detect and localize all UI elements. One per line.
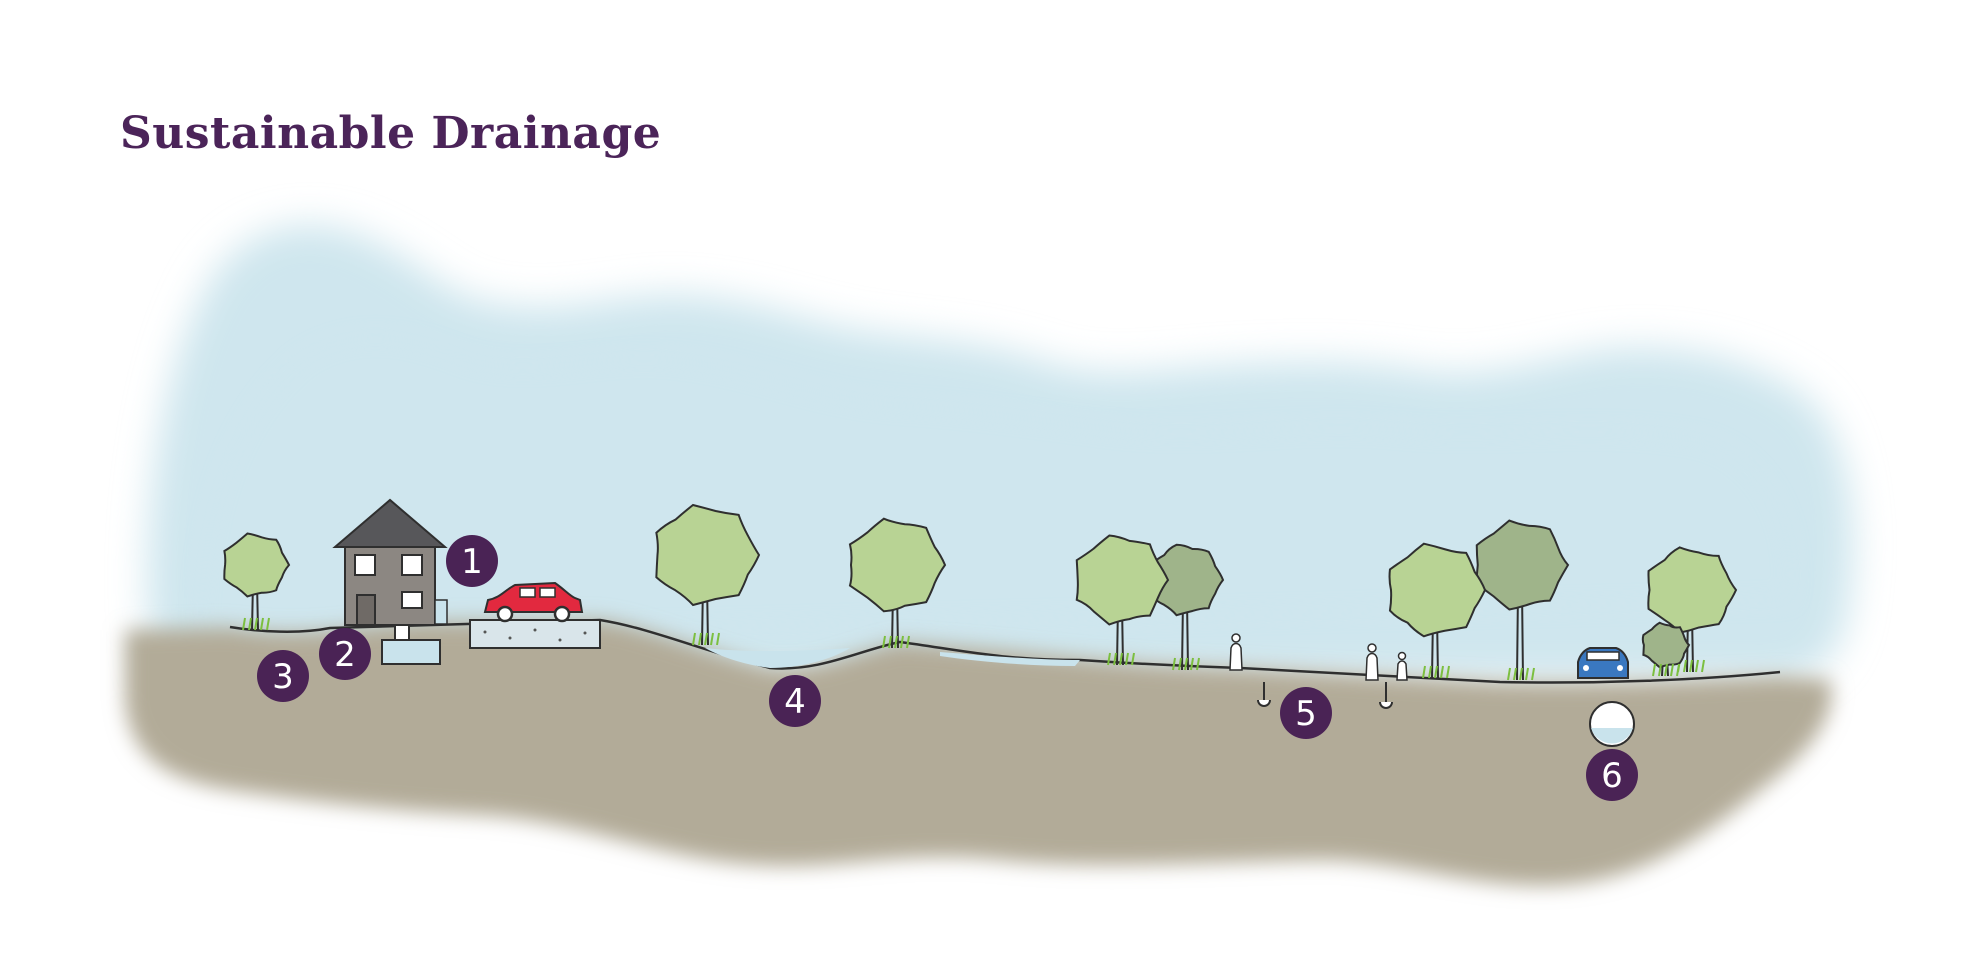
marker-label: 6 (1601, 756, 1623, 796)
paving-base (470, 620, 600, 648)
person-head (1232, 634, 1240, 642)
marker-label: 3 (272, 657, 294, 697)
blue-car-headlight (1583, 665, 1589, 671)
person-icon (1366, 644, 1378, 680)
house-window (402, 592, 422, 608)
person-body (1366, 654, 1378, 681)
marker-5: 5 (1280, 687, 1332, 739)
person-body (1397, 661, 1407, 680)
person-head (1368, 644, 1376, 652)
soakaway-tank (382, 640, 440, 664)
gravel-dot (559, 639, 562, 642)
marker-label: 1 (461, 542, 483, 582)
marker-3: 3 (257, 650, 309, 702)
marker-label: 4 (784, 682, 806, 722)
marker-6: 6 (1586, 749, 1638, 801)
red-car-window (520, 588, 535, 597)
marker-4: 4 (769, 675, 821, 727)
house-door (357, 595, 375, 625)
marker-label: 2 (334, 635, 356, 675)
gravel-dot (584, 632, 587, 635)
marker-1: 1 (446, 535, 498, 587)
blue-car-headlight (1617, 665, 1623, 671)
blue-car-window (1587, 652, 1619, 660)
water-butt (435, 600, 447, 624)
page-title: Sustainable Drainage (120, 108, 661, 159)
marker-label: 5 (1295, 694, 1317, 734)
blue-car-icon (1578, 648, 1628, 678)
underground-storage-pipe-icon (1590, 702, 1634, 746)
person-head (1399, 653, 1406, 660)
person-icon (1230, 634, 1242, 670)
house-window (402, 555, 422, 575)
gravel-dot (534, 629, 537, 632)
person-body (1230, 644, 1242, 671)
house-window (355, 555, 375, 575)
marker-2: 2 (319, 628, 371, 680)
person-icon (1397, 653, 1407, 681)
permeable-paving-icon (470, 620, 600, 648)
gravel-dot (509, 637, 512, 640)
red-car-window (540, 588, 555, 597)
red-car-wheel (555, 607, 569, 621)
red-car-wheel (498, 607, 512, 621)
gravel-dot (484, 631, 487, 634)
